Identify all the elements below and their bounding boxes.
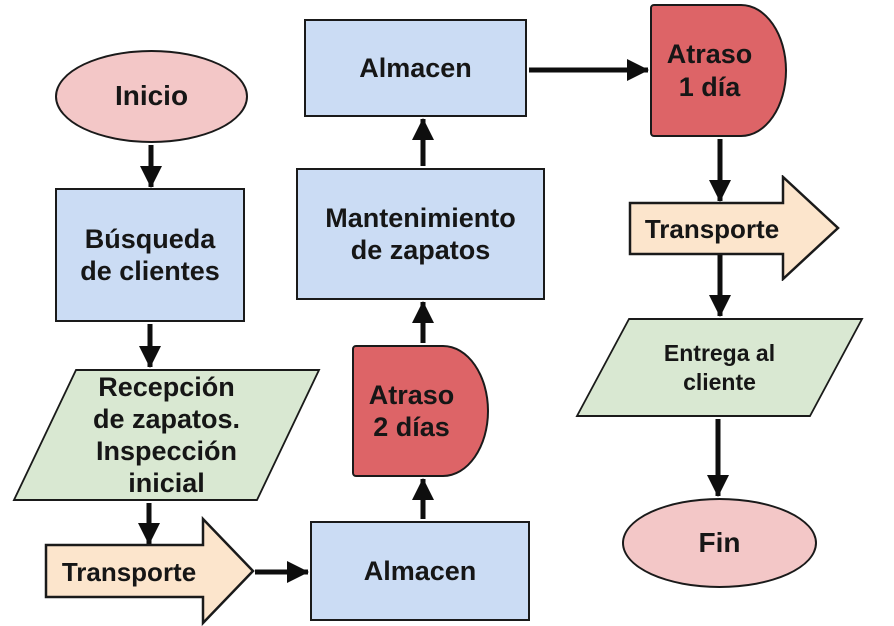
arrow-shape-icon <box>44 516 255 626</box>
node-label: Almacen <box>363 555 477 586</box>
node-label: Atraso 1 día <box>666 39 753 102</box>
end-terminator-fin: Fin <box>622 498 817 588</box>
node-label: Búsqueda de clientes <box>80 223 220 286</box>
node-label: Atraso 2 días <box>368 379 455 442</box>
node-label: Mantenimiento de zapatos <box>325 202 516 265</box>
arrow-shape-icon <box>628 175 840 281</box>
delay-atraso-2-dias: Atraso 2 días <box>352 345 489 477</box>
node-label: Fin <box>698 526 741 558</box>
delay-atraso-1-dia: Atraso 1 día <box>650 4 787 137</box>
process-almacen-bottom: Almacen <box>310 521 530 621</box>
node-label: Entrega al cliente <box>663 339 776 395</box>
node-label: Transporte <box>645 214 779 244</box>
node-label: Recepción de zapatos. Inspección inicial <box>92 371 241 499</box>
process-busqueda-de-clientes: Búsqueda de clientes <box>55 188 245 322</box>
start-terminator-inicio: Inicio <box>55 50 248 143</box>
node-label: Inicio <box>114 80 189 112</box>
process-almacen-top: Almacen <box>304 19 527 117</box>
io-entrega-al-cliente: Entrega al cliente <box>575 318 864 417</box>
io-recepcion-de-zapatos: Recepción de zapatos. Inspección inicial <box>12 369 321 501</box>
node-label: Transporte <box>62 557 196 587</box>
transport-arrow-shape-2: Transporte <box>628 175 840 281</box>
process-mantenimiento-de-zapatos: Mantenimiento de zapatos <box>296 168 545 300</box>
node-label: Almacen <box>359 52 472 83</box>
transport-arrow-shape-1: Transporte <box>44 516 255 626</box>
